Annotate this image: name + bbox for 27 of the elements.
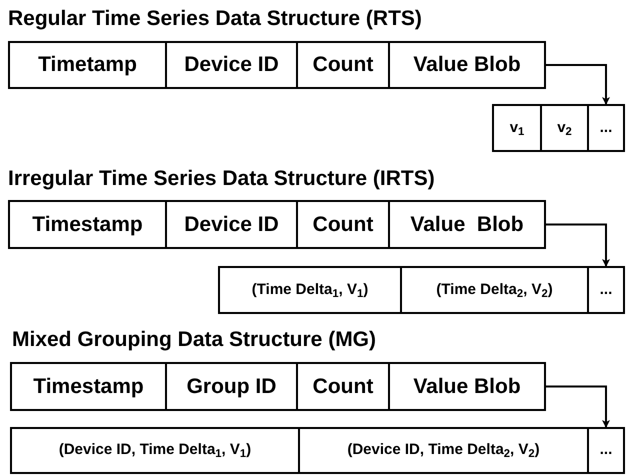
field-cell: Value Blob bbox=[388, 41, 546, 89]
arrow bbox=[546, 64, 610, 105]
section-heading: Regular Time Series Data Structure (RTS) bbox=[8, 8, 422, 29]
field-cell: Group ID bbox=[165, 362, 298, 411]
field-cell: (Time Delta$_{1}$, V$_{1}$) bbox=[218, 266, 402, 314]
field-cell: v$_{2}$ bbox=[540, 104, 589, 152]
field-cell: Device ID bbox=[165, 41, 298, 89]
field-cell: ... bbox=[587, 427, 625, 474]
field-cell: Count bbox=[296, 200, 390, 249]
field-cell: (Time Delta$_{2}$, V$_{2}$) bbox=[400, 266, 589, 314]
field-cell: Count bbox=[296, 362, 390, 411]
arrow bbox=[546, 224, 610, 267]
field-cell: (Device ID, Time Delta$_{2}$, V$_{2}$) bbox=[298, 427, 589, 474]
field-cell: Value Blob bbox=[388, 200, 546, 249]
field-cell: Count bbox=[296, 41, 390, 89]
field-cell: Value Blob bbox=[388, 362, 546, 411]
section-heading: Irregular Time Series Data Structure (IRTS) bbox=[8, 168, 435, 189]
field-cell: Timetamp bbox=[8, 41, 167, 89]
arrow bbox=[546, 386, 610, 428]
field-cell: Timestamp bbox=[8, 200, 167, 249]
field-cell: ... bbox=[587, 104, 625, 152]
field-cell: ... bbox=[587, 266, 625, 314]
section-heading: Mixed Grouping Data Structure (MG) bbox=[12, 329, 376, 350]
field-cell: Timestamp bbox=[10, 362, 167, 411]
field-cell: Device ID bbox=[165, 200, 298, 249]
field-cell: v$_{1}$ bbox=[492, 104, 542, 152]
field-cell: (Device ID, Time Delta$_{1}$, V$_{1}$) bbox=[10, 427, 300, 474]
